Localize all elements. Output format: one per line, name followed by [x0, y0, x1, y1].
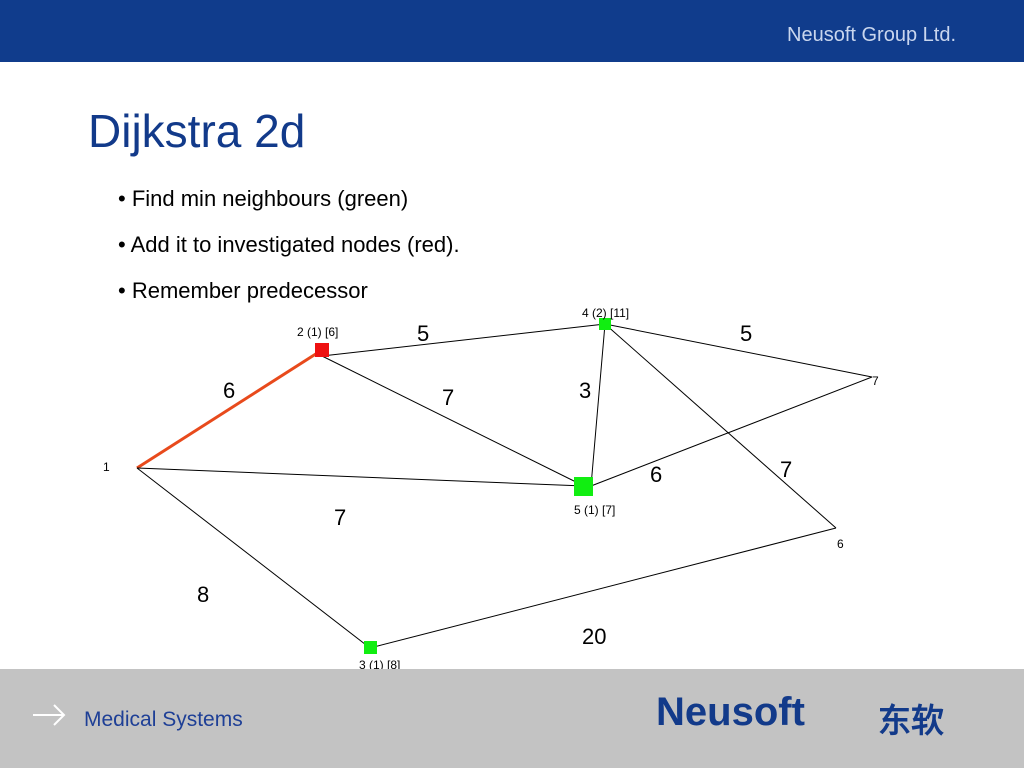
- edge-weight-5-7: 6: [650, 462, 662, 487]
- edge-4-5: [590, 323, 606, 487]
- edge-weight-1-2: 6: [223, 378, 235, 403]
- bullet-item: • Find min neighbours (green): [118, 186, 409, 211]
- edge-weight-2-5: 7: [442, 385, 454, 410]
- arrow-right-icon: [33, 704, 66, 726]
- node-2-marker: [315, 343, 329, 357]
- edge-weight-1-5: 7: [334, 505, 346, 530]
- node-label-1: 1: [103, 460, 110, 474]
- edge-weight-4-5: 3: [579, 378, 591, 403]
- edge-2-5: [321, 355, 585, 487]
- bullet-list: • Find min neighbours (green) • Add it t…: [118, 184, 460, 322]
- neusoft-logo-cn: 东软: [878, 701, 944, 740]
- edge-3-6: [369, 527, 837, 649]
- edge-weight-1-3: 8: [197, 582, 209, 607]
- node-label-2: 2 (1) [6]: [297, 325, 338, 339]
- edge-1-3: [136, 467, 371, 649]
- division-label: Medical Systems: [84, 708, 243, 731]
- node-label-4: 4 (2) [11]: [582, 306, 629, 320]
- neusoft-logo: Neusoft: [656, 690, 805, 734]
- bullet-item: • Remember predecessor: [118, 278, 368, 303]
- edge-1-5: [136, 467, 585, 487]
- edge-1-2: [136, 348, 323, 470]
- edge-2-4: [321, 323, 606, 357]
- node-label-3: 3 (1) [8]: [359, 658, 400, 672]
- edge-4-7: [604, 323, 873, 378]
- node-label-6: 6: [837, 537, 844, 551]
- edge-5-7: [590, 376, 873, 487]
- node-label-5: 5 (1) [7]: [574, 503, 615, 517]
- edge-weight-4-6: 7: [780, 457, 792, 482]
- company-name: Neusoft Group Ltd.: [787, 24, 956, 46]
- header-bar: [0, 0, 1024, 62]
- edge-weight-2-4: 5: [417, 321, 429, 346]
- node-4-marker: [599, 318, 611, 330]
- bullet-item: • Add it to investigated nodes (red).: [118, 232, 460, 257]
- node-label-7: 7: [872, 374, 879, 388]
- slide-title: Dijkstra 2d: [88, 105, 306, 157]
- node-3-marker: [364, 641, 377, 654]
- edge-weight-4-7: 5: [740, 321, 752, 346]
- footer-bar: [0, 669, 1024, 768]
- node-5-marker: [574, 477, 593, 496]
- edge-4-6: [604, 323, 837, 529]
- edge-weight-3-6: 20: [582, 624, 606, 649]
